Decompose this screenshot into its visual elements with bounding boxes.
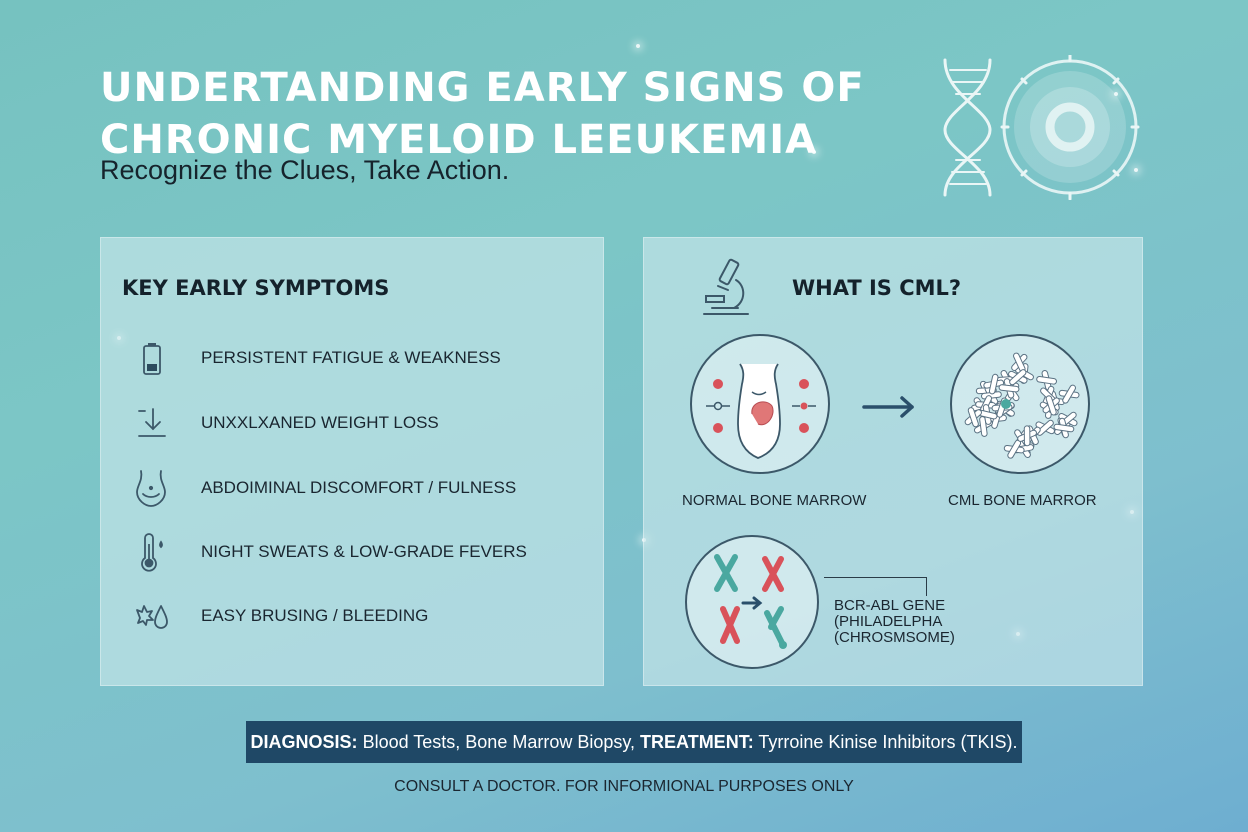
normal-marrow-circle bbox=[690, 334, 830, 474]
symptom-item: NIGHT SWEATS & LOW-GRADE FEVERS bbox=[131, 532, 527, 572]
abdomen-icon bbox=[131, 468, 171, 508]
weight-down-icon bbox=[131, 403, 171, 443]
cell-icon bbox=[1000, 55, 1140, 200]
diagnosis-label: DIAGNOSIS: bbox=[250, 731, 358, 752]
gene-label-line-1: BCR-ABL GENE bbox=[834, 597, 946, 614]
disclaimer-footer: CONSULT A DOCTOR. FOR INFORMIONAL PURPOS… bbox=[394, 778, 854, 795]
bruise-drop-icon bbox=[131, 596, 171, 636]
arrow-right-icon bbox=[862, 396, 914, 418]
sparkle bbox=[812, 150, 816, 154]
cml-panel: WHAT IS CML? NORMAL BONE MARROW CML BONE… bbox=[643, 237, 1143, 686]
symptom-item: PERSISTENT FATIGUE & WEAKNESS bbox=[131, 338, 501, 378]
cml-marrow-circle bbox=[950, 334, 1090, 474]
title-line-1: UNDERTANDING EARLY SIGNS OF bbox=[100, 65, 865, 111]
torso-illustration bbox=[706, 363, 816, 459]
symptom-label: ABDOIMINAL DISCOMFORT / FULNESS bbox=[201, 478, 517, 497]
low-battery-icon bbox=[131, 338, 171, 378]
abnormal-cell bbox=[983, 373, 1005, 395]
symptoms-heading: KEY EARLY SYMPTOMS bbox=[122, 276, 390, 300]
sparkle bbox=[1114, 92, 1118, 96]
sparkle bbox=[1134, 168, 1138, 172]
chromosome-circle bbox=[685, 535, 819, 669]
symptom-item: ABDOIMINAL DISCOMFORT / FULNESS bbox=[131, 468, 516, 508]
microscope-icon bbox=[703, 258, 749, 315]
abnormal-cell bbox=[976, 404, 998, 425]
abnormal-cell bbox=[964, 407, 982, 428]
normal-cell bbox=[1001, 399, 1011, 409]
dna-helix-icon bbox=[943, 58, 992, 197]
abnormal-cell bbox=[998, 378, 1020, 399]
abnormal-cell bbox=[1058, 384, 1080, 404]
abnormal-cell bbox=[1011, 352, 1028, 373]
symptom-item: EASY BRUSING / BLEEDING bbox=[131, 596, 428, 636]
gene-label-line-2: (PHILADELPHA bbox=[834, 613, 943, 630]
title-line-2: CHRONIC MYELOID LEEUKEMIA bbox=[100, 117, 818, 163]
normal-marrow-caption: NORMAL BONE MARROW bbox=[682, 492, 867, 509]
symptom-label: NIGHT SWEATS & LOW-GRADE FEVERS bbox=[201, 542, 527, 561]
symptom-label: PERSISTENT FATIGUE & WEAKNESS bbox=[201, 348, 501, 367]
symptoms-panel: KEY EARLY SYMPTOMS PERSISTENT FATIGUE & … bbox=[100, 237, 604, 686]
chromosome-illustration bbox=[714, 554, 787, 649]
abnormal-cell bbox=[1008, 369, 1028, 386]
symptom-label: EASY BRUSING / BLEEDING bbox=[201, 606, 429, 625]
abnormal-cell bbox=[1036, 370, 1057, 391]
cml-marrow-caption: CML BONE MARROR bbox=[948, 492, 1097, 509]
sparkle bbox=[636, 44, 640, 48]
abnormal-cell bbox=[1053, 417, 1075, 439]
diagnosis-text: Blood Tests, Bone Marrow Biopsy, bbox=[357, 731, 641, 752]
page-subtitle: Recognize the Clues, Take Action. bbox=[100, 155, 510, 185]
symptom-label: UNXXLXANED WEIGHT LOSS bbox=[201, 413, 439, 432]
symptom-item: UNXXLXANED WEIGHT LOSS bbox=[131, 403, 439, 443]
abnormal-cells-illustration bbox=[964, 352, 1080, 459]
gene-label: BCR-ABL GENE (PHILADELPHA (CHROSMSOME) bbox=[834, 598, 955, 646]
page-title: UNDERTANDING EARLY SIGNS OF CHRONIC MYEL… bbox=[100, 62, 865, 166]
treatment-label: TREATMENT: bbox=[640, 731, 754, 752]
gene-label-line-3: (CHROSMSOME) bbox=[834, 629, 955, 646]
abnormal-cell bbox=[1042, 395, 1060, 416]
header-illustration bbox=[943, 55, 1140, 200]
abnormal-cell bbox=[1035, 419, 1055, 436]
thermometer-icon bbox=[131, 532, 171, 572]
abnormal-cell bbox=[1003, 439, 1025, 459]
cml-heading: WHAT IS CML? bbox=[792, 276, 962, 300]
gene-connector-line bbox=[824, 577, 927, 596]
treatment-text: Tyrroine Kinise Inhibitors (TKIS). bbox=[753, 731, 1018, 752]
abnormal-cell bbox=[1017, 425, 1037, 447]
diagnosis-banner: DIAGNOSIS: Blood Tests, Bone Marrow Biop… bbox=[246, 721, 1022, 763]
